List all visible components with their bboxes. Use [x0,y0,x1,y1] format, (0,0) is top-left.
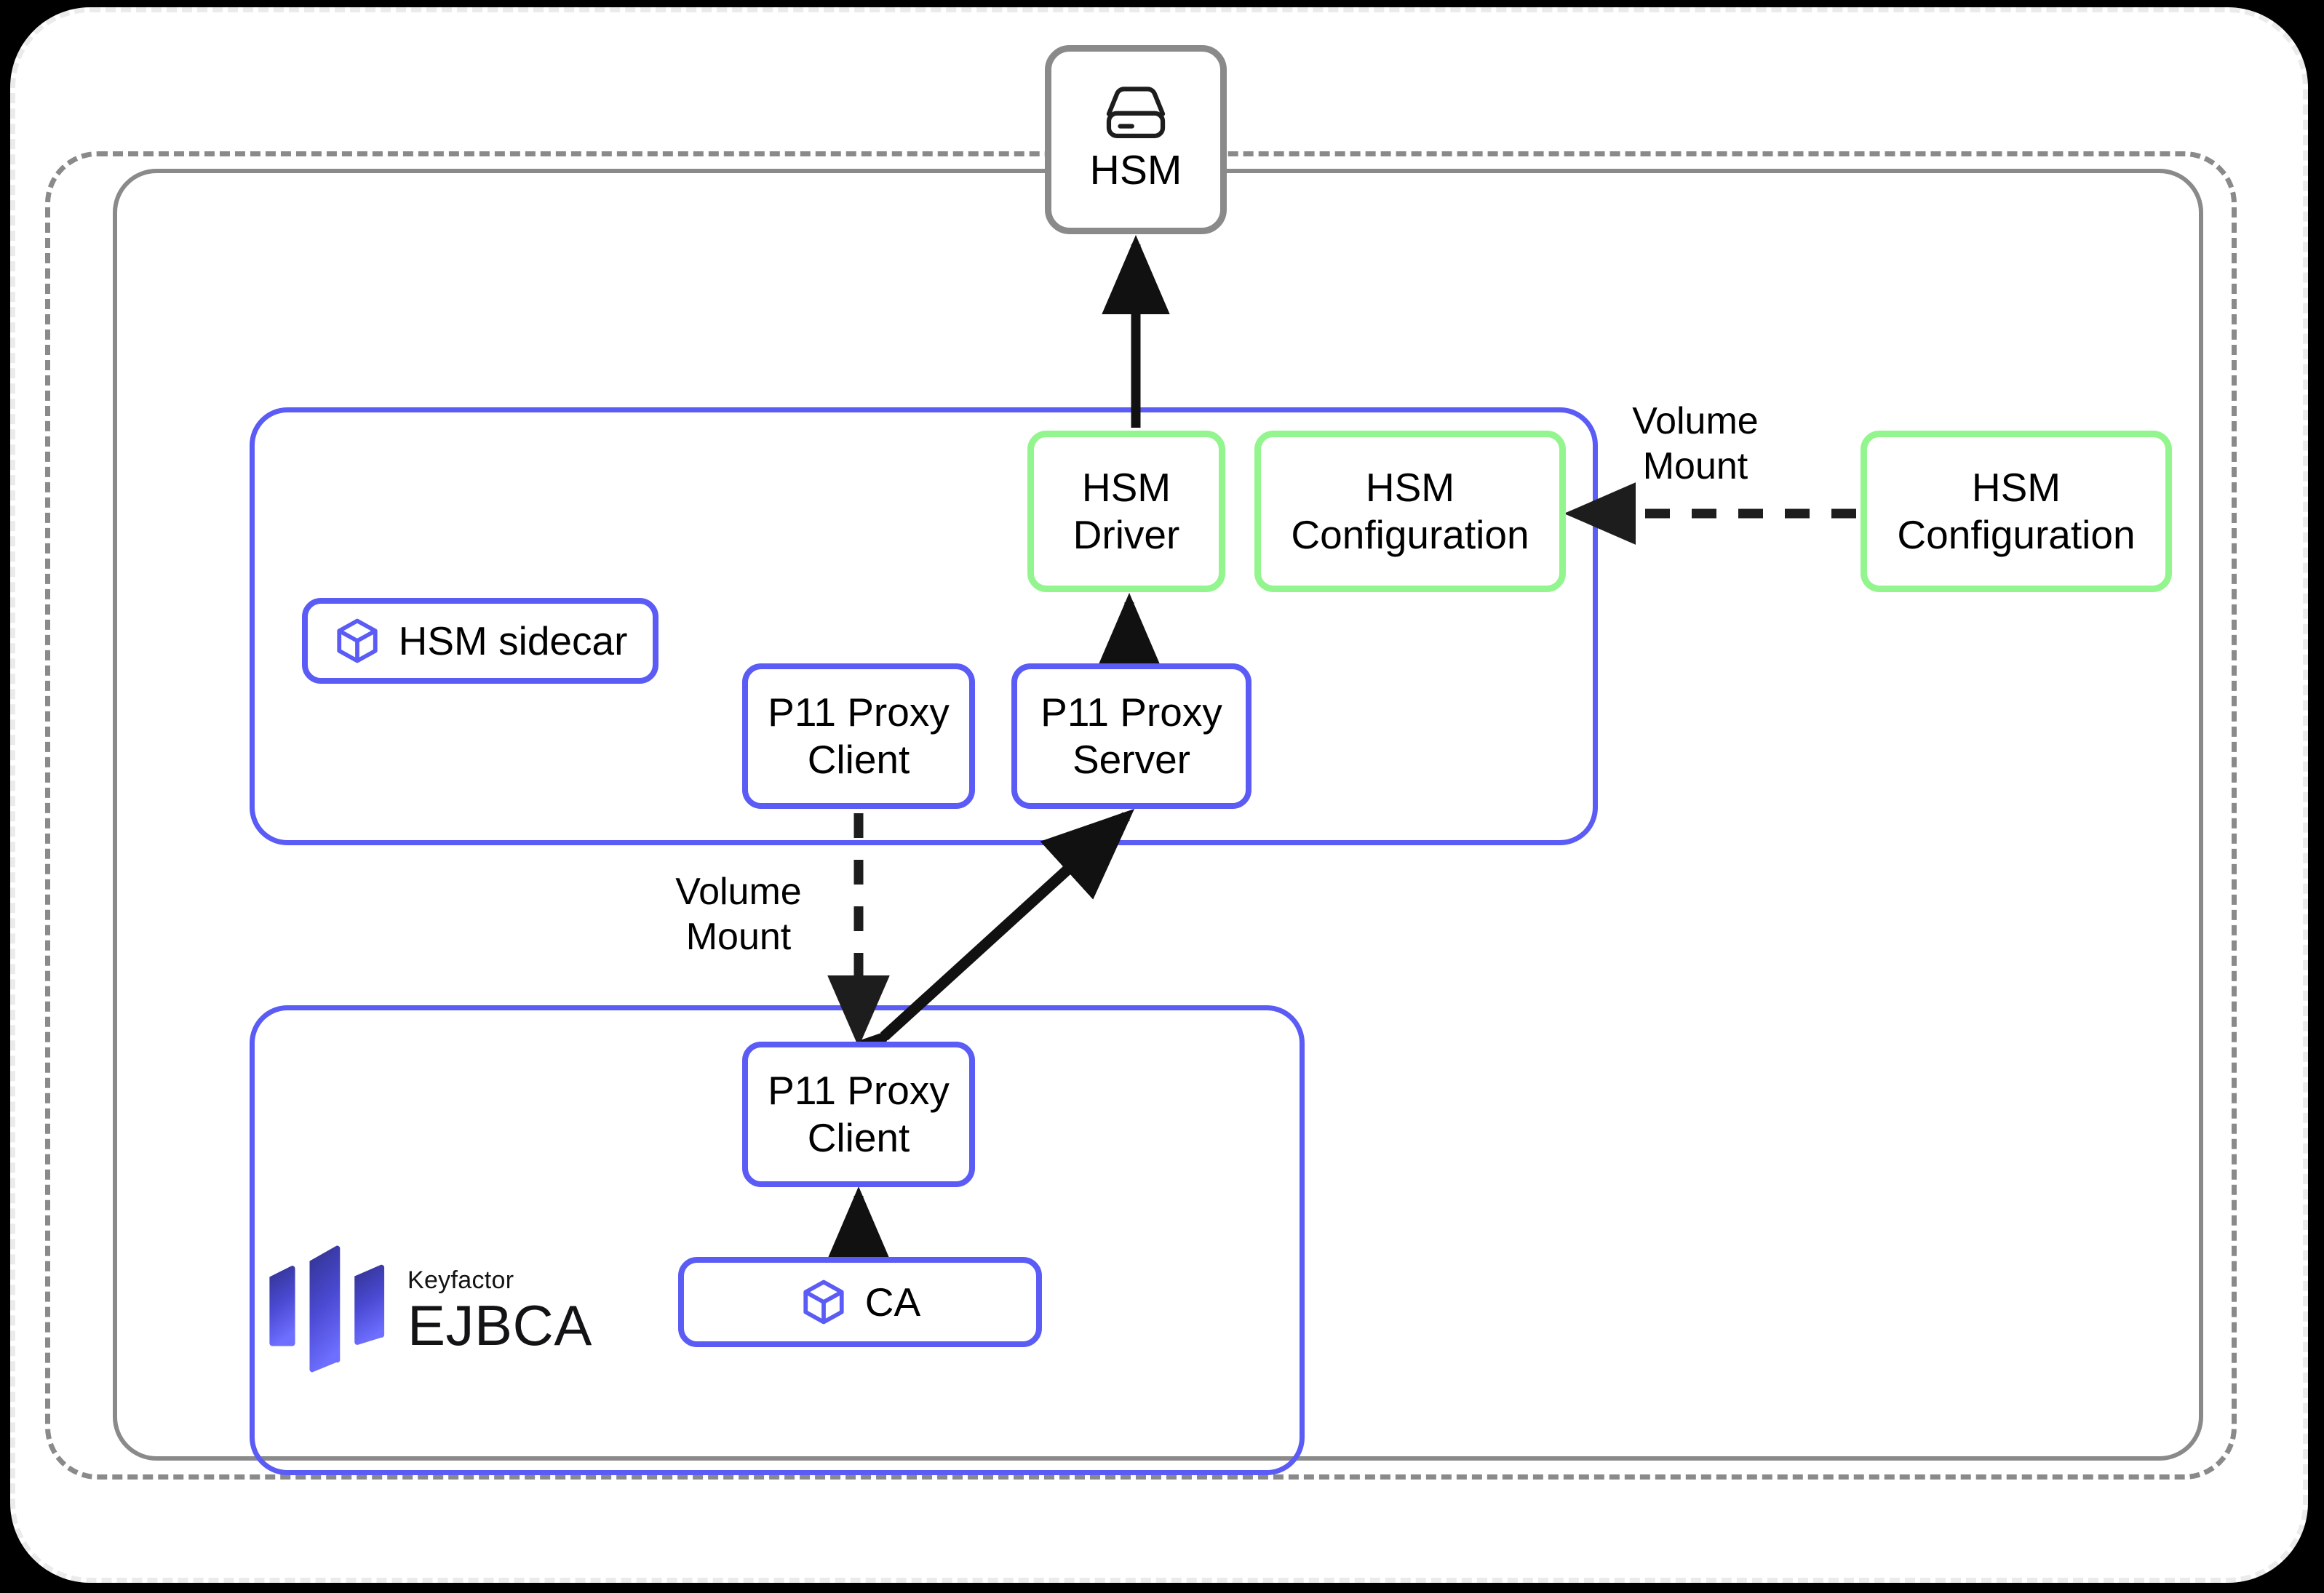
hard-drive-icon [1106,87,1166,139]
keyfactor-bars-logo-icon [269,1245,385,1373]
edge-label-volume-mount-left: Volume Mount [675,871,802,959]
node-ca-label: CA [864,1279,921,1325]
logo-product-label: EJBCA [407,1293,592,1357]
node-hsm-configuration-outer[interactable]: HSM Configuration [1861,431,2172,592]
node-p11-proxy-client-ejbca-line1: P11 Proxy [768,1068,950,1114]
logo-brand-label: Keyfactor [407,1266,514,1294]
node-hsm-driver-line1: HSM [1081,465,1171,511]
node-p11-proxy-server-line1: P11 Proxy [1040,690,1222,735]
node-ca[interactable]: CA [678,1257,1042,1347]
node-hsm-configuration-inner[interactable]: HSM Configuration [1254,431,1566,592]
node-hsm-driver[interactable]: HSM Driver [1027,431,1225,592]
node-hsm-sidecar-label: HSM sidecar [398,618,628,663]
edge-label-volume-mount-right: Volume Mount [1632,400,1759,488]
node-hsm-driver-line2: Driver [1073,512,1180,557]
node-p11-proxy-client-sidecar[interactable]: P11 Proxy Client [742,663,975,809]
node-hsm-configuration-outer-line2: Configuration [1897,512,2136,557]
cube-icon [336,618,378,663]
node-p11-proxy-client-ejbca-line2: Client [807,1115,910,1160]
node-p11-proxy-client-sidecar-line2: Client [807,737,910,782]
pod-ejbca-group [250,1005,1305,1475]
node-hsm-sidecar[interactable]: HSM sidecar [302,598,658,684]
node-hsm-configuration-inner-line1: HSM [1365,465,1455,511]
node-p11-proxy-server-line2: Server [1073,737,1190,782]
node-p11-proxy-client-ejbca[interactable]: P11 Proxy Client [742,1042,975,1187]
node-p11-proxy-client-sidecar-line1: P11 Proxy [768,690,950,735]
cube-icon [803,1279,844,1325]
node-hsm[interactable]: HSM [1045,45,1227,234]
node-hsm-configuration-outer-line1: HSM [1971,465,2061,511]
node-hsm-label: HSM [1089,147,1182,194]
node-hsm-configuration-inner-line2: Configuration [1291,512,1529,557]
keyfactor-ejbca-logo: Keyfactor EJBCA [266,1223,616,1398]
node-p11-proxy-server[interactable]: P11 Proxy Server [1011,663,1251,809]
